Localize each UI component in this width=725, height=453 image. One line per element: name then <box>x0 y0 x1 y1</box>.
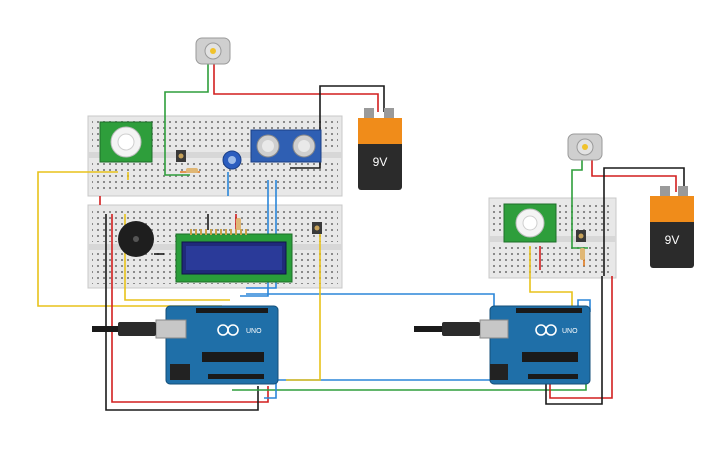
arduino-uno-right: UNO <box>479 305 591 385</box>
wire-green-bus <box>232 384 587 391</box>
wire-red-motor-battery <box>213 62 379 112</box>
wire-green-motor <box>164 62 209 176</box>
wire-black-right <box>545 276 603 405</box>
dc-motor-left-icon <box>195 37 231 65</box>
pir-sensor-right-icon <box>503 203 557 243</box>
resistor-2-icon <box>236 218 241 230</box>
light-sensor-left-icon <box>176 150 186 162</box>
wire-green-right-motor <box>571 158 588 249</box>
wire-red-right-motor <box>591 158 677 192</box>
arduino-right-brand: UNO <box>562 328 578 335</box>
battery-right-label: 9V <box>665 233 680 247</box>
wire-blue-bus <box>246 293 495 310</box>
piezo-buzzer-icon <box>118 221 154 257</box>
battery-9v-left: 9V <box>358 108 402 190</box>
arduino-uno-left: UNO <box>155 305 279 385</box>
wire-red-left <box>99 196 269 403</box>
pir-sensor-left-icon <box>99 121 153 163</box>
wire-yellow-right <box>286 230 321 381</box>
wire-yellow-left <box>37 171 222 307</box>
wire-black-right-bat <box>603 167 685 276</box>
wire-blue-ultra2 <box>246 180 277 289</box>
ultrasonic-sensor-icon <box>250 129 322 163</box>
light-sensor-right-icon <box>576 230 586 242</box>
wire-black-left <box>105 214 259 411</box>
arduino-left-brand: UNO <box>246 328 262 335</box>
battery-left-label: 9V <box>373 155 388 169</box>
wires <box>37 62 685 411</box>
potentiometer-icon <box>222 150 242 170</box>
light-sensor-mid-icon <box>312 222 322 234</box>
wire-yellow-right2 <box>529 246 573 306</box>
wire-black-battery <box>290 85 385 169</box>
resistor-3-icon <box>580 248 585 260</box>
lcd-display <box>175 229 293 283</box>
wire-red-right <box>549 276 613 399</box>
usb-cable-left-icon <box>92 322 156 336</box>
wire-blue-ultra <box>240 180 269 297</box>
battery-9v-right: 9V <box>650 186 694 268</box>
dc-motor-right-icon <box>567 133 603 161</box>
resistor-1-icon <box>186 168 198 173</box>
usb-cable-right-icon <box>414 322 480 336</box>
